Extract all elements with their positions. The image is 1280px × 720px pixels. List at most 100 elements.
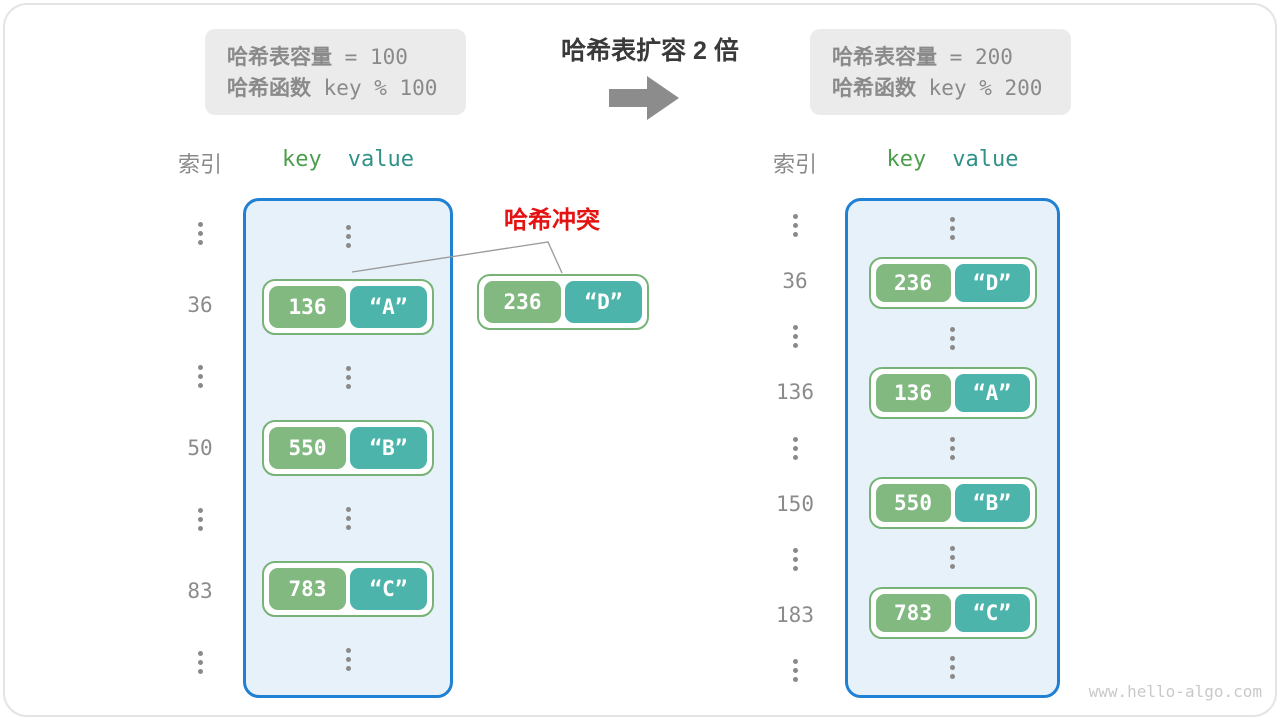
value-cell: “D” (954, 264, 1030, 303)
index-cell (165, 484, 235, 555)
table-row (246, 624, 450, 695)
key-cell: 783 (875, 593, 951, 632)
capacity-value: = 200 (949, 45, 1013, 69)
key-cell: 236 (484, 281, 561, 323)
ellipsis-dots (950, 546, 955, 570)
table-row: 550 “B” (848, 475, 1057, 530)
index-cell (760, 309, 830, 365)
capacity-line: 哈希表容量 = 100 (227, 42, 444, 73)
hash-fn-value: key % 100 (323, 76, 438, 100)
index-column-left: 36 50 83 (165, 198, 235, 698)
index-cell (760, 643, 830, 699)
index-column-header-right: 索引 (772, 152, 817, 177)
table-row: 136 “A” (246, 272, 450, 343)
value-cell: “A” (954, 374, 1030, 413)
index-cell: 183 (776, 602, 814, 627)
table-row: 136 “A” (848, 366, 1057, 421)
ellipsis-dots (792, 547, 798, 571)
key-cell: 783 (269, 568, 346, 611)
kv-pair: 136 “A” (868, 367, 1037, 420)
table-row: 550 “B” (246, 413, 450, 484)
ellipsis-dots (197, 650, 203, 674)
kv-column-header-left: key value (243, 147, 453, 172)
kv-pair: 783 “C” (868, 586, 1037, 639)
ellipsis-dots (345, 648, 351, 672)
index-cell (165, 341, 235, 412)
kv-pair: 236 “D” (868, 257, 1037, 310)
key-cell: 550 (269, 427, 346, 470)
ellipsis-dots (950, 326, 955, 350)
value-cell: “B” (954, 483, 1030, 522)
hash-fn-label: 哈希函数 (227, 77, 311, 100)
kv-pair: 783 “C” (262, 561, 434, 618)
index-column-right: 36 136 150 183 (760, 198, 830, 698)
index-cell: 83 (187, 578, 213, 603)
capacity-box-after: 哈希表容量 = 200 哈希函数 key % 200 (810, 29, 1071, 115)
value-cell: “A” (350, 285, 427, 328)
hash-fn-line: 哈希函数 key % 200 (832, 73, 1049, 104)
value-cell: “D” (565, 281, 642, 323)
table-row (848, 530, 1057, 585)
key-column-header: key (282, 147, 322, 172)
value-cell: “C” (350, 568, 427, 611)
ellipsis-dots (792, 658, 798, 682)
table-row: 236 “D” (848, 256, 1057, 311)
key-cell: 136 (269, 285, 346, 328)
value-cell: “C” (954, 593, 1030, 632)
index-cell (165, 198, 235, 269)
capacity-label: 哈希表容量 (832, 46, 937, 69)
ellipsis-dots (950, 216, 955, 240)
kv-pair: 136 “A” (262, 278, 434, 335)
key-column-header: key (886, 147, 927, 172)
kv-pair: 550 “B” (868, 476, 1037, 529)
index-cell (165, 627, 235, 698)
index-cell (760, 198, 830, 254)
table-row: 783 “C” (246, 554, 450, 625)
key-cell: 550 (875, 483, 951, 522)
ellipsis-dots (345, 507, 351, 531)
hash-fn-line: 哈希函数 key % 100 (227, 73, 444, 104)
index-cell: 136 (776, 380, 814, 405)
key-cell: 236 (875, 264, 951, 303)
ellipsis-dots (197, 222, 203, 246)
kv-pair: 236 “D” (477, 274, 649, 330)
table-row (848, 311, 1057, 366)
index-cell: 36 (782, 269, 808, 294)
ellipsis-dots (197, 365, 203, 389)
index-cell (760, 531, 830, 587)
table-row (246, 201, 450, 272)
value-column-header: value (952, 147, 1019, 172)
hash-fn-label: 哈希函数 (832, 77, 916, 100)
expand-title: 哈希表扩容 2 倍 (561, 37, 739, 65)
hash-table-before: 136 “A” 550 “B” 783 “C” (243, 198, 453, 698)
ellipsis-dots (792, 325, 798, 349)
index-cell: 50 (187, 435, 213, 460)
right-arrow-icon (609, 76, 679, 120)
kv-column-header-right: key value (845, 147, 1060, 172)
capacity-line: 哈希表容量 = 200 (832, 42, 1049, 73)
table-row (848, 421, 1057, 476)
capacity-box-before: 哈希表容量 = 100 哈希函数 key % 100 (205, 29, 466, 115)
capacity-label: 哈希表容量 (227, 46, 332, 69)
kv-pair: 550 “B” (262, 420, 434, 477)
ellipsis-dots (792, 436, 798, 460)
ellipsis-dots (345, 224, 351, 248)
ellipsis-dots (950, 436, 955, 460)
collision-label: 哈希冲突 (504, 207, 600, 234)
index-cell: 36 (187, 293, 213, 318)
value-column-header: value (347, 147, 414, 172)
colliding-kv-pair: 236 “D” (477, 274, 649, 330)
ellipsis-dots (950, 656, 955, 680)
table-row (246, 483, 450, 554)
ellipsis-dots (197, 507, 203, 531)
hash-fn-value: key % 200 (928, 76, 1043, 100)
index-column-header-left: 索引 (177, 152, 222, 177)
index-cell: 150 (776, 491, 814, 516)
watermark: www.hello-algo.com (1088, 682, 1262, 701)
table-row (848, 640, 1057, 695)
ellipsis-dots (345, 365, 351, 389)
hash-table-after: 236 “D” 136 “A” 550 “B” (845, 198, 1060, 698)
ellipsis-dots (792, 214, 798, 238)
table-row (246, 342, 450, 413)
table-row: 783 “C” (848, 585, 1057, 640)
